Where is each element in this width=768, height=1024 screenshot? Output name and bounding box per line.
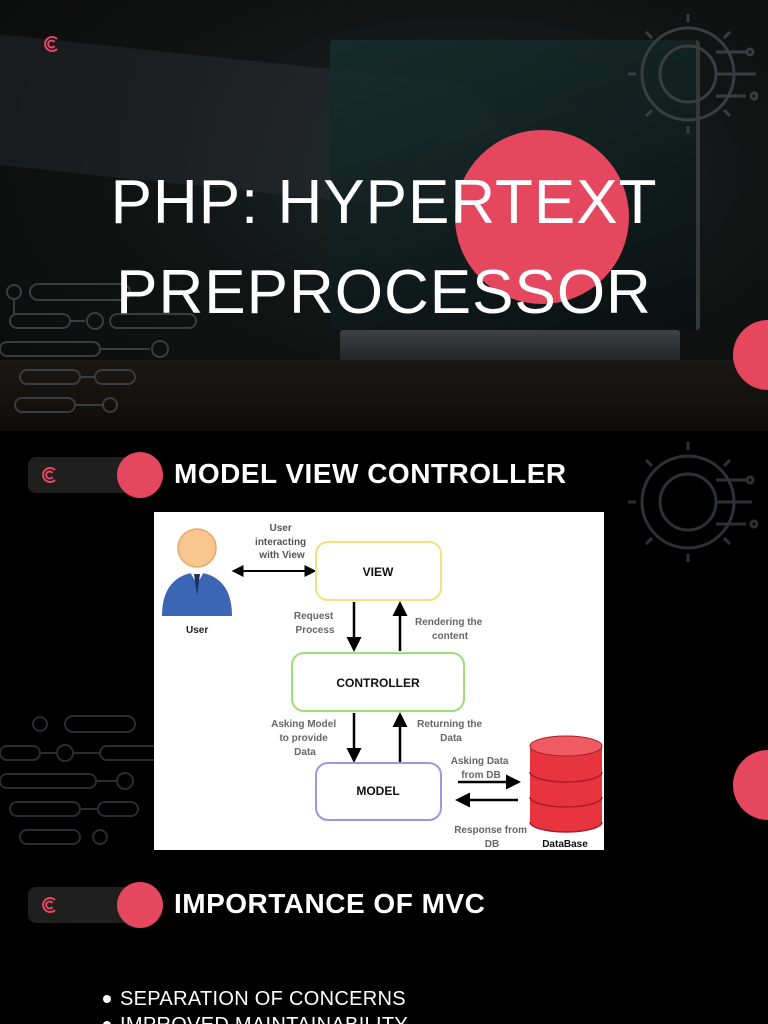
user-note-line: User: [269, 523, 291, 534]
response-db-line: Response from: [454, 825, 527, 836]
page-title: PHP: HYPERTEXT PREPROCESSOR: [0, 158, 768, 338]
logo-mark-icon: [42, 897, 56, 913]
hero-background-desk: [0, 360, 768, 431]
section-accent-dot: [117, 882, 163, 928]
logo-mark-icon: [44, 36, 58, 52]
hero-accent-circle: [455, 130, 629, 304]
asking-model-line: to provide: [279, 733, 328, 744]
returning-data-line: Returning the: [417, 719, 482, 730]
title-line-1: PHP: HYPERTEXT: [110, 168, 658, 237]
svg-text:Asking Model to provide: Asking Model to provide Data: [271, 719, 339, 758]
user-note-line: interacting: [255, 537, 306, 548]
request-process-line: Process: [296, 625, 335, 636]
list-item: IMPROVED MAINTAINABILITY: [100, 1012, 408, 1024]
model-label: MODEL: [356, 784, 399, 798]
circuit-lines-icon: [0, 715, 165, 845]
svg-text:User interacting w: User interacting with View: [255, 523, 309, 561]
returning-data-line: Data: [440, 733, 462, 744]
asking-model-line: Data: [294, 747, 316, 758]
title-line-2: PREPROCESSOR: [116, 258, 652, 327]
user-icon: [162, 528, 232, 616]
controller-label: CONTROLLER: [336, 676, 420, 690]
user-note-line: with View: [258, 550, 305, 561]
database-icon: [529, 735, 603, 833]
svg-text:Rendering the content: Rendering the content: [415, 617, 485, 642]
section-heading-importance: IMPORTANCE OF MVC: [174, 888, 486, 919]
database-label: DataBase: [542, 839, 588, 850]
svg-text:Returning the Data: Returning the Data: [417, 719, 485, 744]
edge-accent-circle: [733, 750, 768, 820]
asking-data-db-line: Asking Data: [451, 756, 509, 767]
rendering-content-line: content: [432, 631, 469, 642]
gear-circuit-icon: [628, 442, 758, 562]
asking-model-line: Asking Model: [271, 719, 336, 730]
circuit-lines-icon: [0, 283, 197, 413]
hero-background-laptop-base: [340, 330, 680, 364]
controller-box: [291, 652, 465, 712]
section-accent-dot: [117, 452, 163, 498]
importance-list: SEPARATION OF CONCERNS IMPROVED MAINTAIN…: [100, 986, 408, 1024]
request-process-line: Request: [294, 611, 334, 622]
svg-text:Asking Data from DB: Asking Data from DB: [451, 756, 512, 781]
view-label: VIEW: [363, 565, 394, 579]
user-label: User: [186, 625, 208, 636]
model-box: [315, 762, 442, 821]
mvc-diagram: User User interacting with View VIEW Req…: [154, 512, 604, 850]
list-item: SEPARATION OF CONCERNS: [100, 986, 408, 1012]
gear-circuit-icon: [628, 14, 758, 134]
section-heading-mvc: MODEL VIEW CONTROLLER: [174, 458, 567, 489]
logo-mark-icon: [42, 467, 56, 483]
rendering-content-line: Rendering the: [415, 617, 483, 628]
svg-text:Request Process: Request Process: [294, 611, 336, 636]
response-db-line: DB: [485, 839, 499, 850]
asking-data-db-line: from DB: [461, 770, 500, 781]
view-box: [315, 541, 442, 601]
hero-banner: PHP: HYPERTEXT PREPROCESSOR: [0, 0, 768, 431]
svg-text:Response from DB: Response from DB: [454, 825, 530, 850]
